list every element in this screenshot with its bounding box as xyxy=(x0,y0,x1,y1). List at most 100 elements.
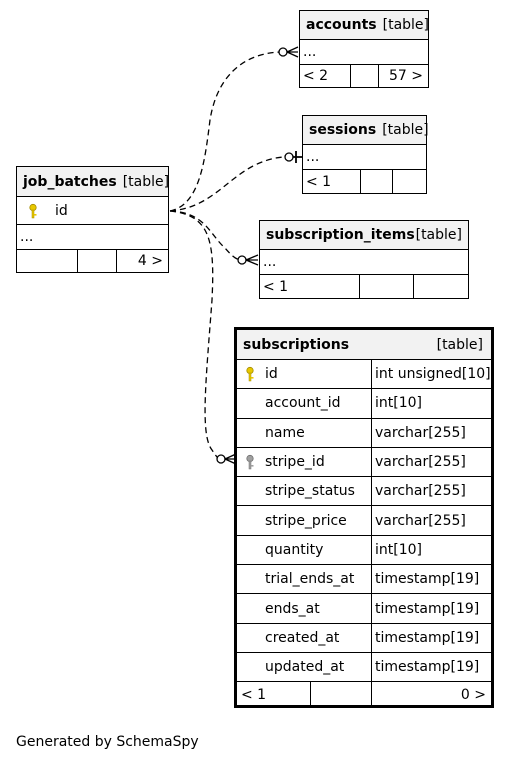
more-columns: ... xyxy=(303,44,317,60)
column-name-cell: name xyxy=(237,418,372,447)
children-count[interactable]: 4 > xyxy=(137,253,163,269)
children-count[interactable] xyxy=(414,275,468,298)
column-name: quantity xyxy=(265,541,324,558)
table-job-batches[interactable]: job_batches [table] id ... 4 > xyxy=(16,166,169,273)
column-type: varchar[255] xyxy=(375,483,466,500)
column-type: varchar[255] xyxy=(375,512,466,529)
parents-count[interactable]: < 1 xyxy=(303,170,361,193)
column-type: int[10] xyxy=(375,395,422,412)
edge-subscriptions-zero-marker xyxy=(216,454,226,464)
table-header: subscriptions [table] xyxy=(237,330,491,360)
table-name: subscription_items xyxy=(266,227,415,243)
column-name: stripe_status xyxy=(265,483,355,500)
column-name: stripe_price xyxy=(265,512,347,529)
generated-by-footer: Generated by SchemaSpy xyxy=(16,734,199,750)
more-columns-row: ... xyxy=(260,250,468,275)
column-type: timestamp[19] xyxy=(375,571,480,588)
column-row: stripe_status varchar[255] xyxy=(237,477,491,507)
relationship-count-row: < 1 xyxy=(260,275,468,298)
children-count[interactable]: 57 > xyxy=(389,68,423,84)
column-name-cell: trial_ends_at xyxy=(237,565,372,594)
table-header: sessions [table] xyxy=(303,116,429,145)
column-row: name varchar[255] xyxy=(237,418,491,448)
table-sessions[interactable]: sessions [table] ... < 1 xyxy=(302,115,429,194)
column-count xyxy=(351,65,379,87)
column-name-cell: created_at xyxy=(237,623,372,652)
column-name: id xyxy=(265,366,278,383)
column-name-cell: stripe_status xyxy=(237,477,372,506)
more-columns-row: ... xyxy=(17,225,168,250)
column-type: timestamp[19] xyxy=(375,600,480,617)
column-name: updated_at xyxy=(265,659,345,676)
children-count[interactable]: 0 > xyxy=(460,687,486,704)
more-columns-row: ... xyxy=(303,145,426,170)
unique-key-icon xyxy=(237,454,263,470)
column-row: stripe_price varchar[255] xyxy=(237,506,491,536)
column-type: varchar[255] xyxy=(375,424,466,441)
table-accounts[interactable]: accounts [table] ... < 2 57 > xyxy=(299,10,429,88)
primary-key-icon xyxy=(237,366,263,382)
more-columns: ... xyxy=(263,254,277,270)
relationship-count-row: 4 > xyxy=(17,250,168,272)
table-tag: [table] xyxy=(415,227,462,243)
column-name: name xyxy=(265,424,305,441)
column-name-cell: id xyxy=(237,360,372,389)
column-name-cell: ends_at xyxy=(237,594,372,623)
table-header: job_batches [table] xyxy=(17,167,170,197)
column-name-cell: stripe_price xyxy=(237,506,372,535)
primary-key-icon xyxy=(17,203,47,219)
column-count xyxy=(361,170,393,193)
column-row: updated_at timestamp[19] xyxy=(237,652,491,683)
table-header: accounts [table] xyxy=(300,11,429,40)
edge-sessions-one-marker xyxy=(293,151,302,163)
column-row-id: id xyxy=(17,197,168,225)
column-row: quantity int[10] xyxy=(237,535,491,566)
relationship-count-row: < 1 xyxy=(303,170,426,193)
edge-accounts-zero-marker xyxy=(278,47,288,57)
relationship-count-row: < 2 57 > xyxy=(300,65,428,87)
children-count[interactable] xyxy=(393,170,426,193)
more-columns-row: ... xyxy=(300,40,428,65)
column-type: varchar[255] xyxy=(375,454,466,471)
parents-count[interactable] xyxy=(17,250,78,272)
column-row: id int unsigned[10] xyxy=(237,360,491,390)
column-name-cell: account_id xyxy=(237,389,372,418)
table-name: job_batches xyxy=(23,173,117,190)
column-type: timestamp[19] xyxy=(375,659,480,676)
column-name-cell: updated_at xyxy=(237,652,372,682)
edge-sessions xyxy=(169,156,287,212)
column-name: trial_ends_at xyxy=(265,571,355,588)
edge-subscription-items-zero-marker xyxy=(237,255,247,265)
edge-accounts-crowfoot xyxy=(286,46,299,58)
column-name-cell: quantity xyxy=(237,535,372,565)
more-columns: ... xyxy=(306,149,320,165)
column-name: created_at xyxy=(265,629,340,646)
column-row: ends_at timestamp[19] xyxy=(237,594,491,624)
table-tag: [table] xyxy=(122,173,170,190)
table-subscription-items[interactable]: subscription_items [table] ... < 1 xyxy=(259,220,469,299)
parents-count[interactable]: < 1 xyxy=(260,275,360,298)
edge-accounts xyxy=(169,51,284,212)
column-type: timestamp[19] xyxy=(375,629,480,646)
table-subscriptions[interactable]: subscriptions [table] id int unsigned[10]… xyxy=(234,327,494,709)
table-tag: [table] xyxy=(382,122,429,138)
parents-count[interactable]: < 2 xyxy=(300,65,351,87)
column-count xyxy=(360,275,414,298)
column-row: trial_ends_at timestamp[19] xyxy=(237,565,491,595)
table-name: sessions xyxy=(309,122,377,138)
column-type: int unsigned[10] xyxy=(375,366,491,383)
column-count xyxy=(311,682,372,709)
parents-count[interactable]: < 1 xyxy=(237,682,311,709)
column-name-cell: stripe_id xyxy=(237,447,372,477)
table-tag: [table] xyxy=(436,336,483,353)
edge-sessions-zero-marker xyxy=(284,152,294,162)
column-name: ends_at xyxy=(265,600,320,617)
more-columns: ... xyxy=(20,229,34,245)
table-name: subscriptions xyxy=(243,336,350,353)
table-header: subscription_items [table] xyxy=(260,221,468,250)
column-type: int[10] xyxy=(375,541,422,558)
